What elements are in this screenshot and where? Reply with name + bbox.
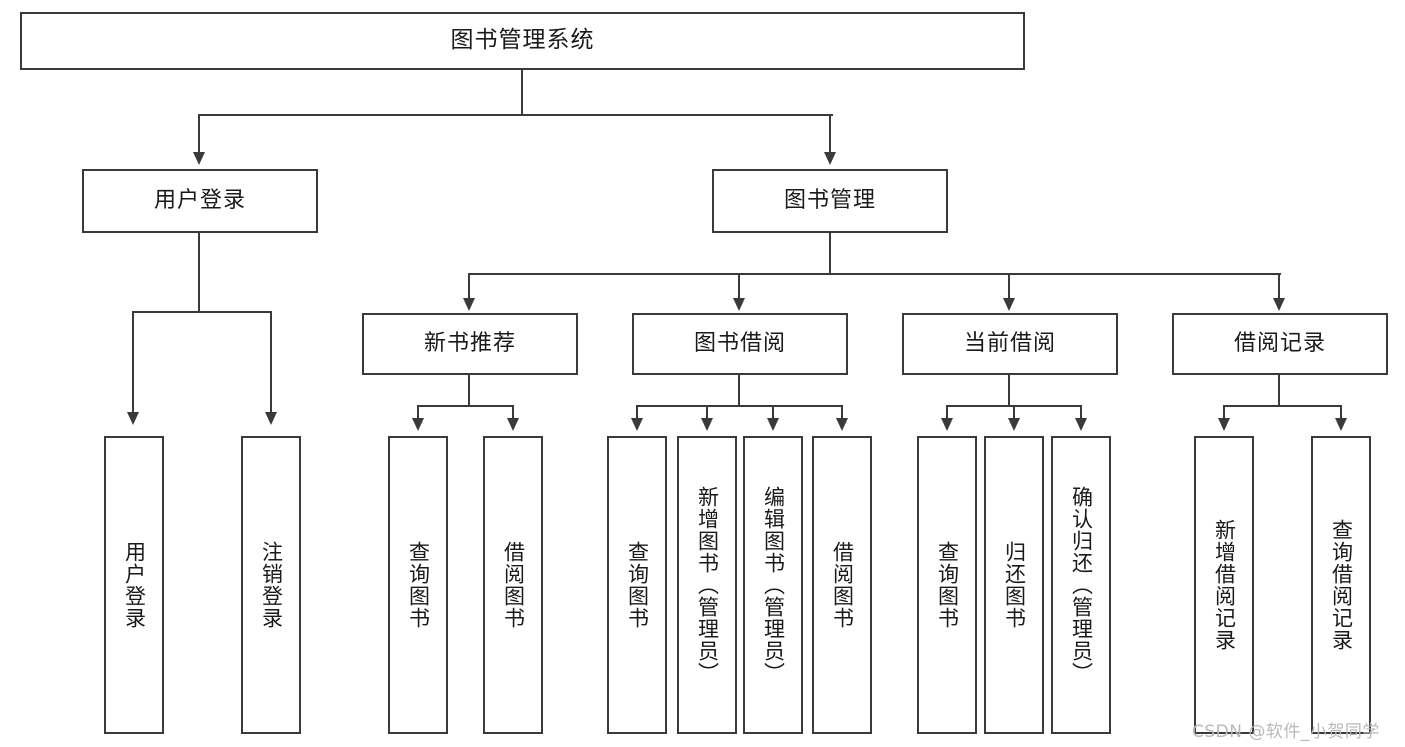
node-label: 注销登录 (259, 541, 284, 629)
edge-to-borrow (738, 273, 740, 303)
edge-record-leaf2 (1340, 405, 1342, 422)
edge-bookmgmt-bus (469, 273, 1281, 275)
node-label: 归还图书 (1002, 541, 1027, 629)
edge-bookmgmt-trunk (829, 233, 831, 273)
leaf-borrow-book[interactable]: 借阅图书 (812, 436, 872, 734)
leaf-add-book-admin[interactable]: 新增图书（管理员） (677, 436, 737, 734)
node-label: 借阅图书 (501, 541, 526, 629)
node-label: 用户登录 (153, 187, 246, 213)
arrow-newbook-leaf1 (412, 418, 424, 431)
node-label: 编辑图书（管理员） (761, 486, 786, 684)
node-current-borrow[interactable]: 当前借阅 (902, 313, 1118, 375)
arrow-to-book-mgmt (824, 152, 836, 165)
edge-newbook-leaf1 (417, 405, 419, 422)
edge-to-record (1278, 273, 1280, 303)
edge-borrow-leaf3 (772, 405, 774, 422)
edge-record-bus (1224, 405, 1342, 407)
node-book-borrow[interactable]: 图书借阅 (632, 313, 848, 375)
edge-newbook-bus (418, 405, 514, 407)
arrow-current-leaf3 (1075, 418, 1087, 431)
edge-root-bus (199, 114, 833, 116)
node-label: 用户登录 (122, 541, 147, 629)
node-label: 借阅图书 (830, 541, 855, 629)
arrow-current-leaf2 (1008, 418, 1020, 431)
node-user-login[interactable]: 用户登录 (82, 169, 318, 233)
arrow-to-user-login (193, 152, 205, 165)
node-root-system[interactable]: 图书管理系统 (20, 12, 1025, 70)
edge-newbook-trunk (468, 375, 470, 405)
node-new-book-recommend[interactable]: 新书推荐 (362, 313, 578, 375)
leaf-user-login[interactable]: 用户登录 (104, 436, 164, 734)
arrow-borrow-leaf2 (701, 418, 713, 431)
node-label: 查询图书 (406, 541, 431, 629)
leaf-query-book-newbook[interactable]: 查询图书 (388, 436, 448, 734)
node-label: 查询借阅记录 (1329, 519, 1354, 651)
node-label: 新增图书（管理员） (695, 486, 720, 684)
leaf-query-book-current[interactable]: 查询图书 (917, 436, 977, 734)
edge-userlogin-leaf1 (132, 311, 134, 421)
node-label: 图书借阅 (693, 330, 786, 356)
edge-to-newbook (468, 273, 470, 303)
edge-borrow-leaf1 (636, 405, 638, 422)
arrow-record-leaf2 (1335, 418, 1347, 431)
edge-userlogin-bus (133, 311, 272, 313)
edge-newbook-leaf2 (512, 405, 514, 422)
edge-userlogin-leaf2 (270, 311, 272, 421)
node-label: 图书管理系统 (450, 27, 595, 54)
arrow-to-current (1003, 298, 1015, 311)
node-borrow-record[interactable]: 借阅记录 (1172, 313, 1388, 375)
node-label: 图书管理 (783, 187, 876, 213)
node-label: 当前借阅 (963, 330, 1056, 356)
edge-current-trunk (1008, 375, 1010, 405)
leaf-borrow-book-newbook[interactable]: 借阅图书 (483, 436, 543, 734)
arrow-record-leaf1 (1218, 418, 1230, 431)
edge-root-trunk (521, 70, 523, 114)
edge-borrow-leaf4 (841, 405, 843, 422)
arrow-borrow-leaf4 (836, 418, 848, 431)
node-label: 确认归还（管理员） (1069, 486, 1094, 684)
edge-current-leaf2 (1013, 405, 1015, 422)
edge-borrow-trunk (738, 375, 740, 405)
edge-to-user-login (198, 114, 200, 156)
arrow-borrow-leaf1 (631, 418, 643, 431)
node-label: 查询图书 (625, 541, 650, 629)
arrow-to-newbook (463, 298, 475, 311)
arrow-userlogin-leaf2 (265, 412, 277, 425)
leaf-edit-book-admin[interactable]: 编辑图书（管理员） (743, 436, 803, 734)
csdn-watermark: CSDN @软件_小贺同学 (1192, 722, 1380, 742)
edge-userlogin-trunk (198, 233, 200, 311)
edge-record-trunk (1278, 375, 1280, 405)
edge-borrow-leaf2 (706, 405, 708, 422)
edge-to-book-mgmt (829, 114, 831, 156)
edge-current-leaf3 (1080, 405, 1082, 422)
arrow-current-leaf1 (941, 418, 953, 431)
edge-current-leaf1 (946, 405, 948, 422)
node-label: 借阅记录 (1233, 330, 1326, 356)
arrow-to-record (1273, 298, 1285, 311)
leaf-return-book[interactable]: 归还图书 (984, 436, 1044, 734)
leaf-query-borrow-record[interactable]: 查询借阅记录 (1311, 436, 1371, 734)
edge-to-current (1008, 273, 1010, 303)
node-label: 查询图书 (935, 541, 960, 629)
arrow-borrow-leaf3 (767, 418, 779, 431)
node-label: 新增借阅记录 (1212, 519, 1237, 651)
leaf-confirm-return-admin[interactable]: 确认归还（管理员） (1051, 436, 1111, 734)
arrow-newbook-leaf2 (507, 418, 519, 431)
arrow-to-borrow (733, 298, 745, 311)
leaf-query-book-borrow[interactable]: 查询图书 (607, 436, 667, 734)
edge-record-leaf1 (1223, 405, 1225, 422)
edge-borrow-bus (637, 405, 843, 407)
node-book-management[interactable]: 图书管理 (712, 169, 948, 233)
node-label: 新书推荐 (423, 330, 516, 356)
leaf-add-borrow-record[interactable]: 新增借阅记录 (1194, 436, 1254, 734)
leaf-logout[interactable]: 注销登录 (241, 436, 301, 734)
arrow-userlogin-leaf1 (127, 412, 139, 425)
